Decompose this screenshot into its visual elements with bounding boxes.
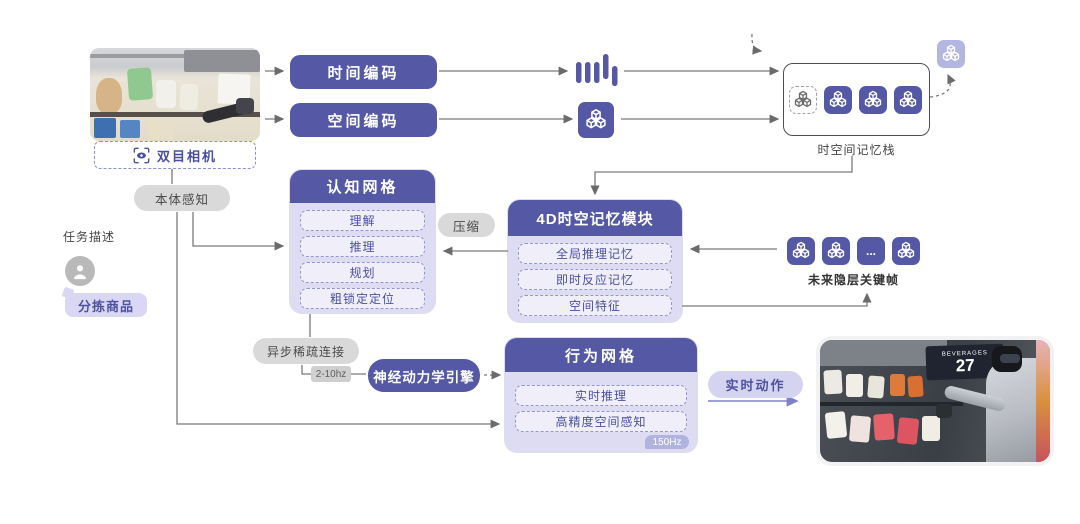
memory-slot-empty-cube-icon: [789, 85, 817, 114]
robot-visor: [1000, 354, 1020, 363]
evicted-memory-cube-icon: [937, 40, 965, 68]
memory-4d-module: 4D时空记忆模块 全局推理记忆 即时反应记忆 空间特征: [508, 200, 682, 322]
keyframe-cube-icon: [822, 237, 850, 265]
cognitive-item: 理解: [300, 210, 425, 231]
memory-slot-cube-icon: [894, 85, 922, 114]
green-pouch: [126, 67, 154, 101]
task-name: 分拣商品: [77, 298, 134, 314]
memory-4d-body: 全局推理记忆 即时反应记忆 空间特征: [508, 236, 682, 322]
space-encoding-button: 空间编码: [290, 103, 437, 137]
behavior-frequency-badge: 150Hz: [645, 435, 689, 449]
waveform-bars-icon: [576, 54, 618, 86]
robot-gripper: [236, 98, 254, 114]
person-icon: [74, 265, 86, 280]
realtime-action-label: 实时动作: [725, 378, 786, 393]
user-avatar: [65, 256, 95, 286]
realtime-action-pill: 实时动作: [708, 371, 803, 398]
keyframe-cube-icon: [892, 237, 920, 265]
blue-product-2: [120, 120, 140, 138]
robot-hand: [936, 404, 952, 418]
shelf-edge: [90, 112, 260, 117]
behavior-grid-body: 实时推理 高精度空间感知: [505, 372, 697, 441]
cognitive-item: 粗锁定定位: [300, 288, 425, 309]
async-sparse-pill: 异步稀疏连接: [253, 338, 359, 364]
memory-stack-box: [783, 63, 930, 136]
neural-engine-label: 神经动力学引擎: [373, 369, 475, 385]
memory-slot-cube-icon: [824, 85, 852, 114]
product-pack-red-1: [873, 413, 895, 441]
keyframe-cube-icon: [787, 237, 815, 265]
neural-engine-button: 神经动力学引擎: [368, 359, 480, 392]
aisle-sign-number: 27: [955, 355, 975, 375]
memory-4d-item: 即时反应记忆: [518, 269, 672, 290]
keyframe-ellipsis-icon: ...: [857, 237, 885, 265]
eye-scan-icon: [133, 147, 150, 163]
plush-toy: [96, 78, 122, 114]
ceiling-fixture: [183, 50, 260, 72]
future-keyframes-row: ...: [787, 237, 920, 265]
time-encoding-button: 时间编码: [290, 55, 437, 89]
product-pack-white-2: [922, 416, 940, 441]
product-pouch-orange-2: [907, 375, 924, 398]
behavior-item: 高精度空间感知: [515, 411, 687, 432]
white-pouch-1: [156, 80, 176, 108]
behavior-item: 实时推理: [515, 385, 687, 406]
space-encoding-label: 空间编码: [327, 112, 400, 130]
proprioception-label: 本体感知: [154, 192, 209, 207]
memory-4d-title: 4D时空记忆模块: [508, 200, 682, 236]
cognitive-grid-body: 理解 推理 规划 粗锁定定位: [290, 203, 435, 313]
frequency-tag: 2-10hz: [311, 366, 351, 382]
box-product: [148, 118, 174, 139]
cognitive-item: 规划: [300, 262, 425, 283]
product-carton-1: [823, 369, 843, 395]
blue-product-1: [94, 118, 116, 138]
memory-slot-cube-icon: [859, 85, 887, 114]
product-pack-red-2: [896, 417, 920, 445]
store-shelf-photo: [90, 48, 260, 141]
cognitive-item: 推理: [300, 236, 425, 257]
product-pack-pink-1: [848, 415, 872, 443]
behavior-grid-title: 行为网格: [505, 338, 697, 372]
camera-label: 双目相机: [156, 148, 217, 164]
product-carton-2: [846, 374, 863, 397]
async-sparse-label: 异步稀疏连接: [266, 344, 345, 359]
proprioception-pill: 本体感知: [134, 185, 230, 211]
side-shelf-colors: [1036, 340, 1050, 462]
shelf-edge-row: [820, 402, 963, 406]
compression-pill: 压缩: [438, 213, 495, 237]
compression-label: 压缩: [452, 219, 480, 234]
behavior-grid-module: 行为网格 实时推理 高精度空间感知 150Hz: [505, 338, 697, 452]
ceiling-beam: [90, 54, 260, 58]
task-bubble: 分拣商品: [65, 293, 147, 317]
cognitive-grid-module: 认知网格 理解 推理 规划 粗锁定定位: [290, 170, 435, 313]
memory-4d-item: 全局推理记忆: [518, 243, 672, 264]
memory-stack-label: 时空间记忆栈: [817, 143, 896, 157]
robot-supermarket-photo: BEVERAGES 27: [820, 340, 1050, 462]
white-pouch-2: [179, 83, 199, 111]
time-encoding-label: 时间编码: [327, 64, 400, 82]
product-pack-white-1: [824, 411, 848, 439]
product-carton-3: [867, 375, 885, 399]
binocular-camera-box: 双目相机: [94, 141, 256, 169]
spatial-token-cube-icon: [578, 102, 614, 138]
future-keyframes-label: 未来隐层关键帧: [807, 273, 899, 287]
memory-4d-item: 空间特征: [518, 295, 672, 316]
cognitive-grid-title: 认知网格: [290, 170, 435, 203]
product-pouch-orange-1: [890, 374, 905, 396]
task-description-label: 任务描述: [63, 230, 116, 244]
